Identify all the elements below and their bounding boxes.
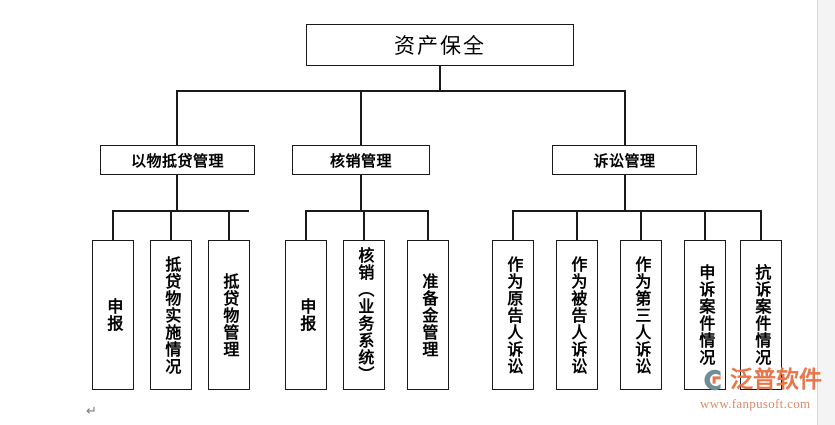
node-leaf-label: 申诉案件情况 <box>696 264 716 366</box>
node-root-label: 资产保全 <box>394 34 486 58</box>
node-level2-litigation-management[interactable]: 诉讼管理 <box>552 145 697 175</box>
node-leaf-g1-collateral-implementation-status[interactable]: 抵贷物实施情况 <box>150 240 192 390</box>
connector-level2-drop-2 <box>624 90 626 145</box>
connector-level2-bus <box>176 90 625 92</box>
node-level2-label: 以物抵贷管理 <box>130 151 224 170</box>
node-leaf-label: 作为被告人诉讼 <box>568 255 588 375</box>
connector-group1-drop-0 <box>112 210 114 240</box>
node-leaf-label: 申报 <box>104 298 124 332</box>
connector-group3-bus <box>512 210 761 212</box>
node-leaf-label: 抗诉案件情况 <box>752 264 772 366</box>
node-leaf-label: 申报 <box>297 298 317 332</box>
connector-group3-stem <box>624 175 626 210</box>
connector-group3-drop-4 <box>760 210 762 240</box>
connector-root-stem <box>439 66 441 90</box>
connector-group2-drop-0 <box>305 210 307 240</box>
node-leaf-g2-declaration[interactable]: 申报 <box>285 240 327 390</box>
node-leaf-label: 作为原告人诉讼 <box>504 255 524 375</box>
node-leaf-g3-as-third-party-litigation[interactable]: 作为第三人诉讼 <box>620 240 662 390</box>
node-leaf-g3-protest-case-status[interactable]: 抗诉案件情况 <box>740 240 782 390</box>
connector-group1-drop-1 <box>170 210 172 240</box>
node-leaf-label: 准备金管理 <box>419 272 439 358</box>
node-level2-label: 诉讼管理 <box>593 151 656 170</box>
node-leaf-g2-reserve-fund-management[interactable]: 准备金管理 <box>407 240 449 390</box>
connector-group2-stem <box>360 175 362 210</box>
paragraph-return-mark: ↵ <box>86 404 97 419</box>
connector-group2-drop-1 <box>363 210 365 240</box>
node-leaf-label: 核销（业务系统） <box>355 247 375 383</box>
node-leaf-label: 作为第三人诉讼 <box>632 255 652 375</box>
watermark-url: www.fanpusoft.com <box>700 396 811 411</box>
connector-group3-drop-0 <box>512 210 514 240</box>
node-leaf-g3-as-plaintiff-litigation[interactable]: 作为原告人诉讼 <box>492 240 534 390</box>
node-leaf-label: 抵贷物实施情况 <box>162 255 182 375</box>
node-leaf-g1-declaration[interactable]: 申报 <box>92 240 134 390</box>
node-level2-collateral-loan-management[interactable]: 以物抵贷管理 <box>100 145 255 175</box>
connector-group2-drop-2 <box>427 210 429 240</box>
connector-group1-drop-2 <box>228 210 230 240</box>
page-margin-strip <box>817 0 835 425</box>
connector-group3-drop-1 <box>576 210 578 240</box>
connector-level2-drop-1 <box>360 90 362 145</box>
node-leaf-g2-writeoff-business-system[interactable]: 核销（业务系统） <box>343 240 385 390</box>
node-leaf-g1-collateral-management[interactable]: 抵贷物管理 <box>208 240 250 390</box>
connector-group1-stem <box>176 175 178 210</box>
node-level2-writeoff-management[interactable]: 核销管理 <box>292 145 430 175</box>
connector-group2-bus <box>305 210 428 212</box>
connector-group3-drop-3 <box>704 210 706 240</box>
node-leaf-g3-appeal-case-status[interactable]: 申诉案件情况 <box>684 240 726 390</box>
connector-level2-drop-0 <box>176 90 178 145</box>
node-root-asset-preservation[interactable]: 资产保全 <box>306 24 574 66</box>
connector-group1-bus <box>112 210 249 212</box>
connector-group3-drop-2 <box>640 210 642 240</box>
node-leaf-label: 抵贷物管理 <box>220 272 240 358</box>
node-leaf-g3-as-defendant-litigation[interactable]: 作为被告人诉讼 <box>556 240 598 390</box>
node-level2-label: 核销管理 <box>329 151 392 170</box>
